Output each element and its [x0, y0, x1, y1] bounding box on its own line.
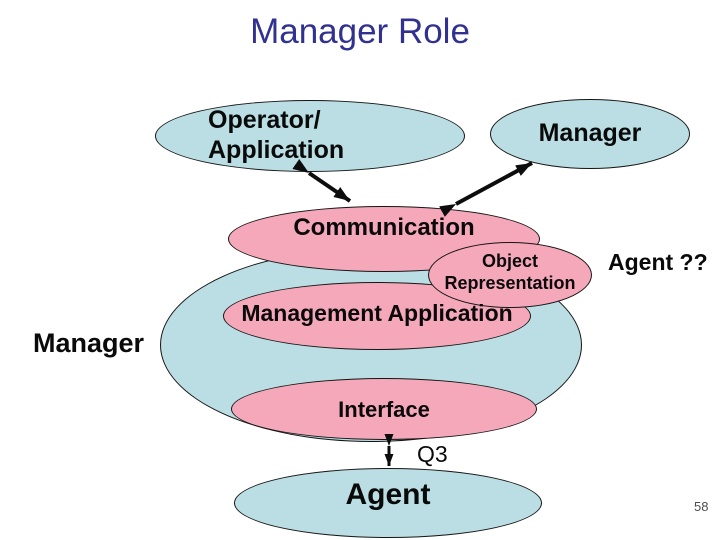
- operator-application-label: Operator/ Application: [208, 105, 344, 165]
- operator-line2: Application: [208, 136, 345, 164]
- object-line2: Representation: [444, 273, 576, 293]
- communication-label: Communication: [293, 214, 475, 241]
- agent-label: Agent: [345, 478, 431, 511]
- page-number: 58: [694, 499, 709, 514]
- manager-node-label: Manager: [538, 119, 642, 147]
- interface-label: Interface: [338, 397, 430, 422]
- manager-side-label: Manager: [33, 328, 145, 358]
- agent-question-label: Agent ??: [608, 249, 708, 275]
- arrow-communication-manager: [439, 161, 533, 217]
- node-object-representation-ellipse: [428, 242, 592, 308]
- management-application-label: Management Application: [241, 300, 513, 326]
- q3-connector-label: Q3: [417, 441, 448, 467]
- object-representation-label: Object Representation: [428, 250, 592, 294]
- operator-line1: Operator/: [208, 106, 321, 134]
- node-interface-ellipse: [231, 378, 537, 440]
- node-agent-ellipse: [234, 468, 542, 538]
- object-line1: Object: [481, 251, 538, 271]
- slide-title: Manager Role: [250, 12, 470, 51]
- arrow-operator-communication: [292, 159, 352, 203]
- node-manager-ellipse: [490, 99, 690, 169]
